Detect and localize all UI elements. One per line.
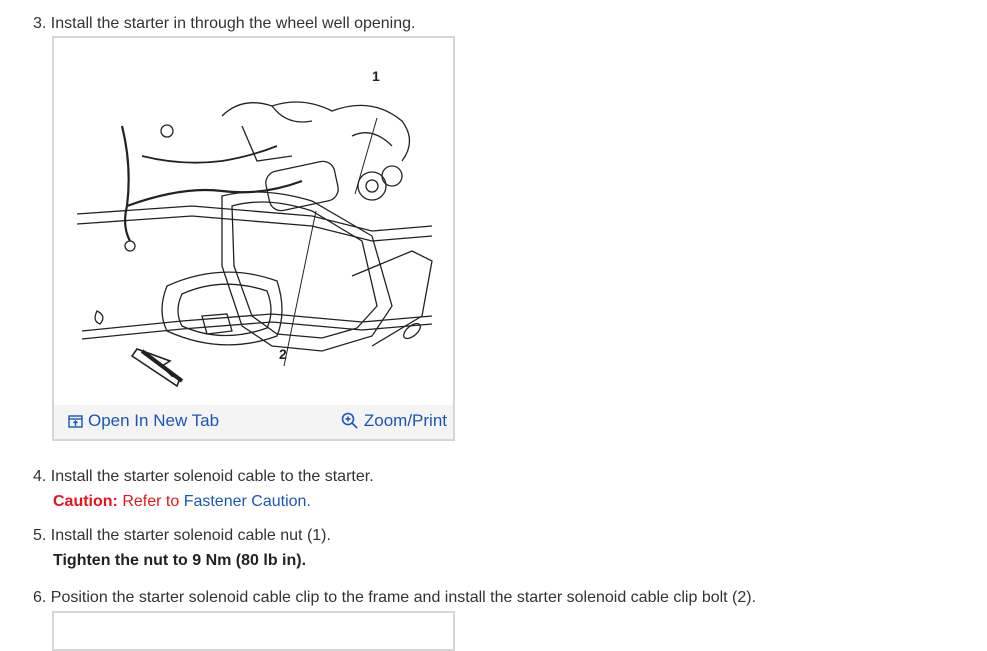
caution-line: Caution: Refer to Fastener Caution. <box>53 492 311 512</box>
starter-illustration <box>76 101 433 388</box>
step-5-text: 5. Install the starter solenoid cable nu… <box>33 527 331 544</box>
caution-label: Caution: <box>53 493 118 510</box>
zoom-print-label: Zoom/Print <box>363 411 447 430</box>
figure-toolbar: Open In New Tab Zoom/Print <box>54 405 453 439</box>
fastener-caution-link[interactable]: Fastener Caution <box>183 493 307 510</box>
open-new-tab-icon <box>68 414 83 428</box>
open-new-tab-label: Open In New Tab <box>88 411 220 430</box>
callout-1: 1 <box>372 68 380 84</box>
figure-starter-install: 1 2 Open In New Tab Zoom/Print <box>52 36 455 441</box>
step-3-text: 3. Install the starter in through the wh… <box>33 15 416 32</box>
zoom-print-button[interactable]: Zoom/Print <box>341 411 447 431</box>
step-4-text: 4. Install the starter solenoid cable to… <box>33 468 374 485</box>
step-6-text: 6. Position the starter solenoid cable c… <box>33 589 757 606</box>
callout-2: 2 <box>279 346 287 362</box>
zoom-in-icon <box>341 412 358 429</box>
caution-period: . <box>306 493 311 510</box>
caution-text: Refer to <box>117 493 184 510</box>
open-new-tab-button[interactable]: Open In New Tab <box>68 411 219 431</box>
figure-clip-bolt <box>52 611 455 651</box>
torque-spec: Tighten the nut to 9 Nm (80 lb in). <box>53 552 307 569</box>
